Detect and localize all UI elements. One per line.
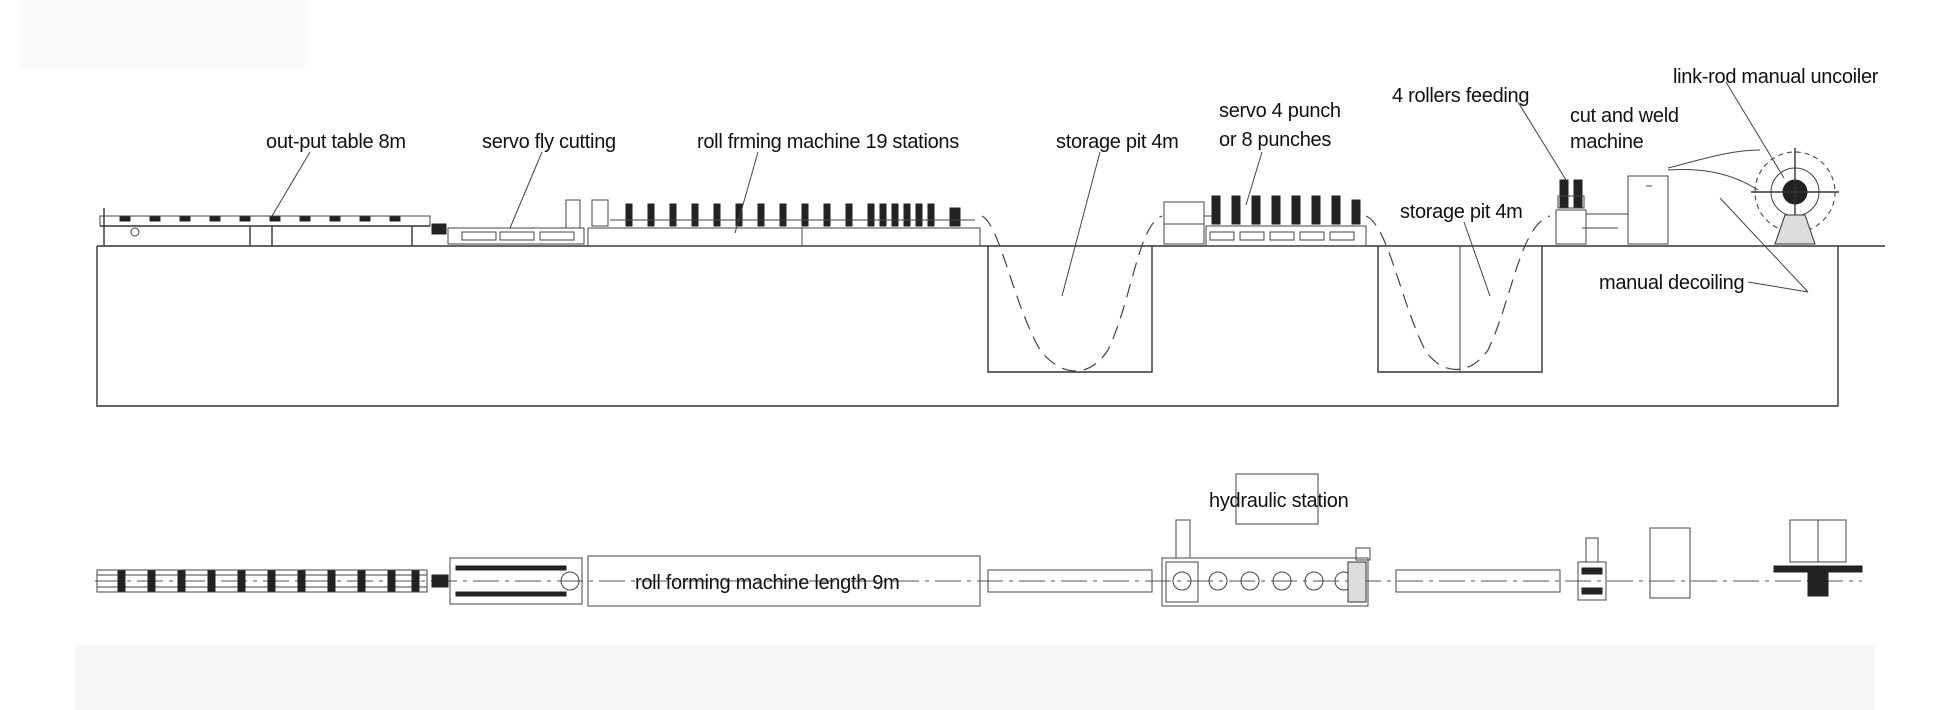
label-cut-weld-line1: cut and weld (1570, 105, 1679, 127)
side-view-leaders (271, 81, 1809, 297)
servo-punch-unit (1163, 195, 1367, 247)
output-table (99, 208, 431, 246)
label-storage-pit-1: storage pit 4m (1056, 131, 1179, 153)
label-cut-weld-line2: machine (1570, 131, 1644, 153)
punch-unit-top (1161, 519, 1371, 607)
rollers-feeding-unit (1555, 179, 1587, 245)
label-manual-decoiling: manual decoiling (1599, 272, 1744, 294)
cut-weld-machine (1627, 175, 1669, 245)
fly-cutting-top (431, 557, 583, 605)
label-punch-line2: or 8 punches (1219, 129, 1331, 151)
label-uncoiler: link-rod manual uncoiler (1673, 66, 1879, 88)
label-fly-cutting: servo fly cutting (482, 131, 616, 153)
backdrop-panel (20, 0, 305, 68)
hydraulic-station-box (1235, 473, 1319, 525)
uncoiler (1667, 148, 1839, 245)
label-roll-forming: roll frming machine 19 stations (697, 131, 959, 153)
storage-pit-2-top (1395, 569, 1561, 593)
servo-fly-cutting-unit (431, 199, 585, 245)
feeder-top (1577, 537, 1607, 601)
output-table-top (96, 569, 428, 593)
label-storage-pit-2: storage pit 4m (1400, 201, 1523, 223)
foundation-outline (96, 246, 1839, 407)
label-roll-forming-length: roll forming machine length 9m (635, 572, 899, 594)
label-rollers-feeding: 4 rollers feeding (1392, 85, 1529, 107)
backdrop-panel (75, 645, 1875, 710)
storage-pit-2 (1365, 215, 1551, 373)
label-output-table: out-put table 8m (266, 131, 406, 153)
side-view: out-put table 8m servo fly cutting roll … (96, 66, 1885, 407)
storage-pit-1 (981, 215, 1163, 373)
storage-pit-1-top (987, 569, 1153, 593)
label-hydraulic-station: hydraulic station (1209, 490, 1348, 512)
uncoiler-top (1773, 519, 1863, 597)
label-punch-line1: servo 4 punch (1219, 100, 1341, 122)
roll-forming-top (587, 555, 981, 607)
cut-weld-top (1649, 527, 1691, 599)
top-view: hydraulic station roll forming machine l… (95, 473, 1863, 607)
roll-forming-machine (587, 199, 981, 247)
